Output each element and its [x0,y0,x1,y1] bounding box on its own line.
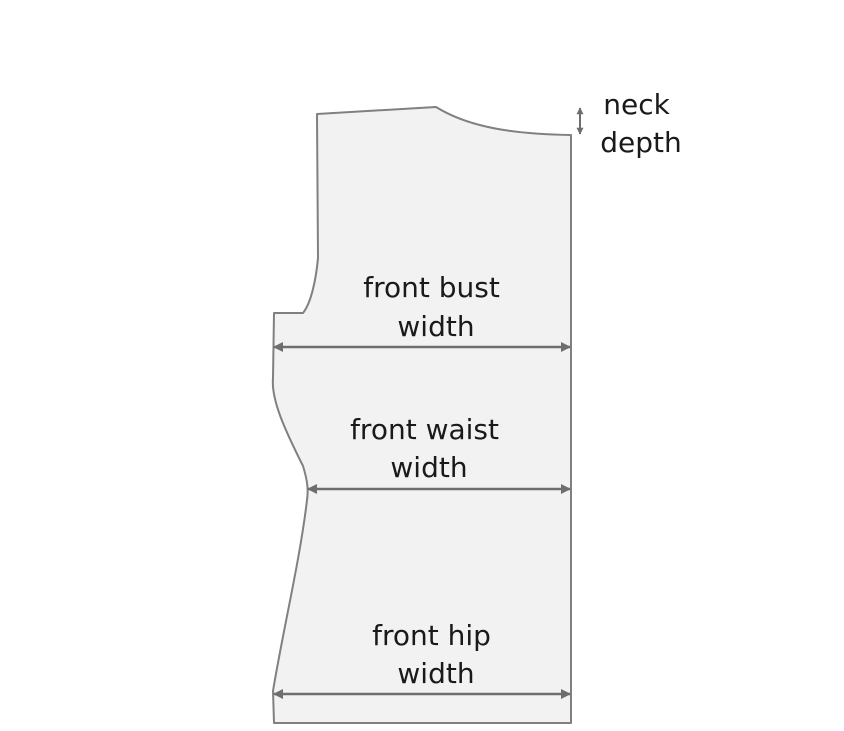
neck-depth-label: neck depth [600,88,682,159]
hip-label-line1: front hip [372,619,491,652]
waist-label-line2: width [390,451,467,484]
bust-label-line2: width [397,310,474,343]
neck-label-line1: neck [603,88,670,121]
bodice-front-piece [271,106,572,724]
hip-width-label: front hip width [372,619,500,690]
waist-label-line1: front waist [350,413,499,446]
hip-label-line2: width [397,657,474,690]
waist-width-label: front waist width [350,413,508,484]
bust-width-label: front bust width [363,271,509,343]
neck-label-line2: depth [600,126,682,159]
bust-label-line1: front bust [363,271,500,304]
